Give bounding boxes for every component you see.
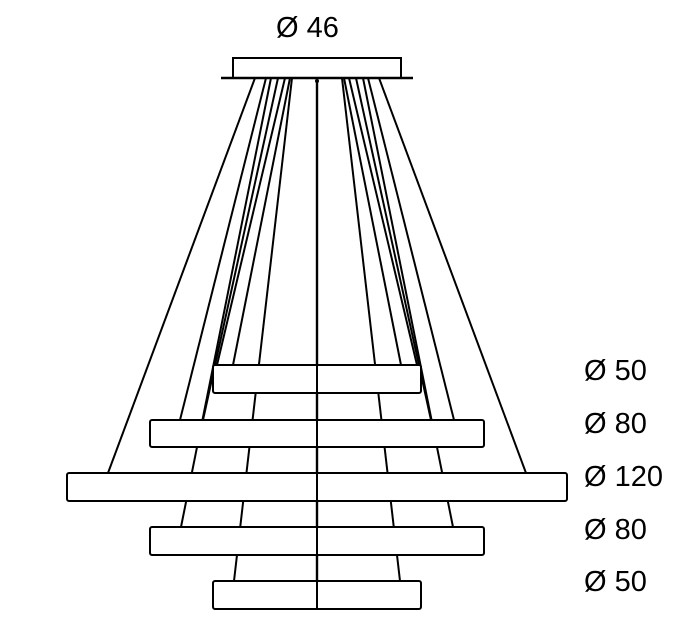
ring-label-4: Ø 80: [584, 514, 647, 546]
suspension-wire: [233, 77, 293, 582]
suspension-wire: [348, 77, 418, 366]
canopy: [232, 57, 402, 79]
suspension-wire: [367, 77, 455, 421]
ring-label-3: Ø 120: [584, 461, 663, 493]
canopy-diameter-label: Ø 46: [276, 12, 339, 44]
ring-label-1: Ø 50: [584, 355, 647, 387]
suspension-wire: [378, 77, 527, 474]
ring-label-2: Ø 80: [584, 408, 647, 440]
suspension-wire: [216, 77, 286, 366]
suspension-wire: [180, 77, 272, 528]
suspension-wire: [232, 77, 291, 366]
suspension-wire: [362, 77, 454, 528]
suspension-wire: [343, 77, 402, 366]
suspension-wire: [341, 77, 401, 582]
suspension-wire: [355, 77, 432, 421]
suspension-wire: [202, 77, 279, 421]
suspension-wire: [179, 77, 267, 421]
suspension-wire: [107, 77, 256, 474]
ring-label-5: Ø 50: [584, 566, 647, 598]
cable-anchor: [315, 79, 319, 83]
